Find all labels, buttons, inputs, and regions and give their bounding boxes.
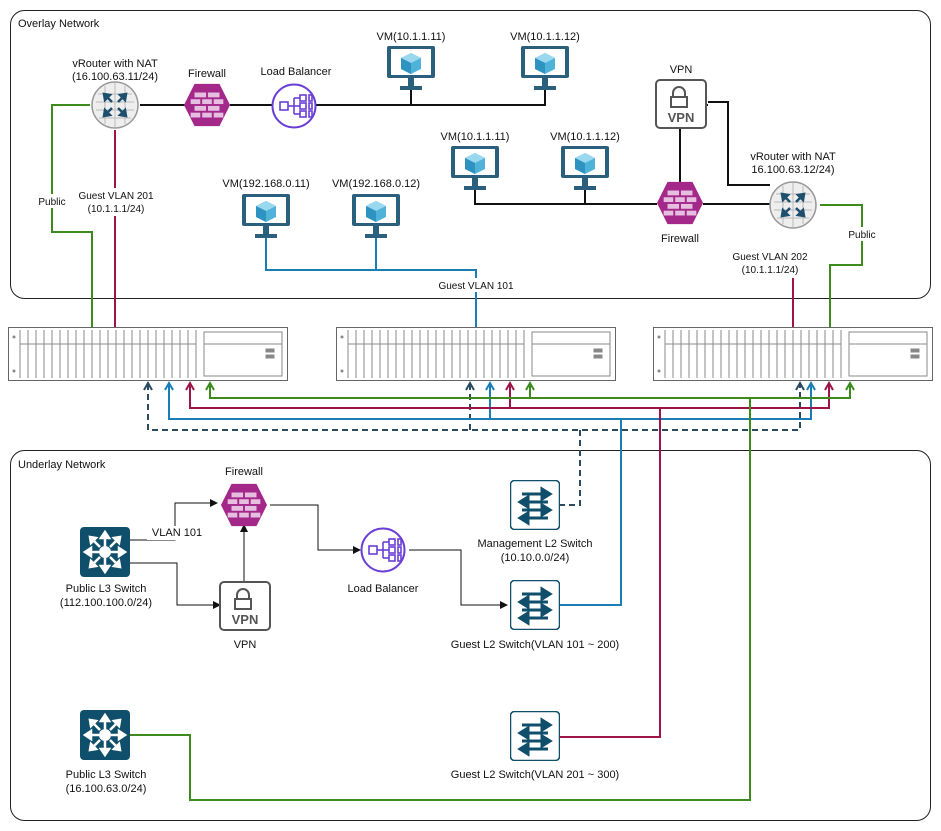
underlay-vpn-lock-icon xyxy=(236,588,250,599)
vm-192-1-label: VM(192.168.0.11) xyxy=(222,178,309,190)
server-host-3 xyxy=(653,327,933,381)
guest-vlan-101-label: Guest VLAN 101 xyxy=(438,281,513,292)
vpn-top-label: VPN xyxy=(670,64,693,76)
underlay-network-group xyxy=(10,450,931,821)
vm-mid2-icon[interactable] xyxy=(561,146,609,190)
vrouter1-icon[interactable] xyxy=(90,80,140,130)
firewall1-label: Firewall xyxy=(188,68,226,80)
management-l2-switch-ip: (10.10.0.0/24) xyxy=(501,552,570,564)
vm-mid2-label: VM(10.1.1.12) xyxy=(550,131,620,143)
server-host-1 xyxy=(8,327,288,381)
vpn-vrouter2-link xyxy=(708,101,770,186)
underlay-load-balancer-icon[interactable] xyxy=(360,527,406,573)
port-arrow-mgmt-3 xyxy=(795,380,805,391)
public-left-label-bg xyxy=(32,194,72,208)
vrouter2-name: vRouter with NAT xyxy=(750,151,836,163)
public-green-to-l3 xyxy=(130,398,751,801)
management-l2-switch-icon[interactable] xyxy=(510,480,560,530)
port-arrow-blue-3 xyxy=(806,380,816,391)
mid-vms-bus xyxy=(474,186,657,205)
guest-vlan-201-ip: (10.1.1.1/24) xyxy=(88,204,145,215)
vlan101-label-bg xyxy=(147,526,207,540)
guest-vlan-202-ip: (10.1.1.1/24) xyxy=(742,265,799,276)
public-l3-switch2-name: Public L3 Switch xyxy=(66,769,147,781)
vm-192-1-icon[interactable] xyxy=(242,194,290,238)
vm-top2-label: VM(10.1.1.12) xyxy=(510,31,580,43)
underlay-network-title: Underlay Network xyxy=(18,459,106,471)
public-l3-switch1-name: Public L3 Switch xyxy=(66,583,147,595)
guest-vlan-202-label: Guest VLAN 202 xyxy=(732,252,807,263)
vpn-top-lock-icon xyxy=(672,86,686,97)
overlay-network-title: Overlay Network xyxy=(18,18,100,30)
overlay-network-group xyxy=(10,10,931,299)
vm-mid1-label: VM(10.1.1.11) xyxy=(441,131,510,143)
public-right-label-bg xyxy=(843,227,883,241)
lb-to-guest-switch-link xyxy=(409,549,508,609)
mgmt-to-switch xyxy=(560,430,581,506)
public-l3-switch1-icon[interactable] xyxy=(80,527,130,577)
port-arrow-green-1 xyxy=(205,380,215,391)
vrouter1-name: vRouter with NAT xyxy=(72,58,158,70)
underlay-load-balancer-label: Load Balancer xyxy=(348,583,419,595)
l3-to-vpn-link xyxy=(130,562,221,609)
port-arrow-mgmt-2 xyxy=(465,380,475,391)
guest-red-to-switch xyxy=(560,408,661,738)
guest-l2-switch-101-icon[interactable] xyxy=(510,580,560,630)
underlay-vpn-lock-body xyxy=(234,598,252,610)
port-arrow-red-1 xyxy=(185,380,195,391)
port-arrow-blue-1 xyxy=(164,380,174,391)
public-l3-switch2-icon[interactable] xyxy=(80,710,130,760)
public-l3-switch2-ip: (16.100.63.0/24) xyxy=(66,783,147,795)
underlay-firewall-label: Firewall xyxy=(225,466,263,478)
management-l2-switch-name: Management L2 Switch xyxy=(478,538,593,550)
firewall2-icon[interactable] xyxy=(656,181,704,225)
port-arrow-green-2 xyxy=(525,380,535,391)
firewall-to-lb-link xyxy=(270,504,361,554)
vpn-top-icon-text: VPN xyxy=(668,110,695,125)
guest-l2-switch-201-icon[interactable] xyxy=(510,711,560,761)
underlay-vpn-icon-text: VPN xyxy=(232,612,259,627)
lb-vm-top-link xyxy=(316,86,546,106)
server-host-2 xyxy=(336,327,616,381)
vm-top1-icon[interactable] xyxy=(387,46,435,90)
vm-192-2-label: VM(192.168.0.12) xyxy=(332,178,420,190)
public-left-link xyxy=(51,104,93,330)
public-left-label: Public xyxy=(38,197,65,208)
guest-l2-switch-201-label: Guest L2 Switch(VLAN 201 ~ 300) xyxy=(451,769,619,781)
guest-vlan-201-label: Guest VLAN 201 xyxy=(78,191,153,202)
vm-top1-label: VM(10.1.1.11) xyxy=(377,31,446,43)
load-balancer1-label: Load Balancer xyxy=(261,66,332,78)
public-l3-switch1-ip: (112.100.100.0/24) xyxy=(60,597,152,609)
load-balancer1-icon[interactable] xyxy=(271,83,317,129)
vm-192-2-icon[interactable] xyxy=(352,194,400,238)
guest-blue-to-switch xyxy=(560,419,622,606)
guest-vlan-101-link xyxy=(265,234,477,330)
vlan101-label: VLAN 101 xyxy=(152,527,202,539)
port-arrow-red-3 xyxy=(824,380,834,391)
public-right-link xyxy=(820,204,863,330)
firewall2-label: Firewall xyxy=(661,233,699,245)
port-arrow-red-2 xyxy=(505,380,515,391)
firewall1-icon[interactable] xyxy=(183,83,231,127)
port-arrow-blue-2 xyxy=(485,380,495,391)
vrouter2-ip: 16.100.63.12/24) xyxy=(751,164,834,176)
vrouter2-icon[interactable] xyxy=(768,180,818,230)
guest-vlan-201-label-bg xyxy=(73,188,159,216)
guest-vlan-101-label-bg xyxy=(433,278,519,292)
public-right-label: Public xyxy=(848,230,875,241)
vrouter1-ip: (16.100.63.11/24) xyxy=(72,71,158,83)
port-arrow-green-3 xyxy=(845,380,855,391)
guest-l2-switch-101-label: Guest L2 Switch(VLAN 101 ~ 200) xyxy=(451,639,619,651)
underlay-vpn-label: VPN xyxy=(234,639,257,651)
vm-top2-icon[interactable] xyxy=(521,46,569,90)
underlay-firewall-icon[interactable] xyxy=(220,483,268,527)
vm-mid1-icon[interactable] xyxy=(451,146,499,190)
vpn-top-lock-body xyxy=(670,96,688,108)
port-arrow-mgmt-1 xyxy=(143,380,153,391)
